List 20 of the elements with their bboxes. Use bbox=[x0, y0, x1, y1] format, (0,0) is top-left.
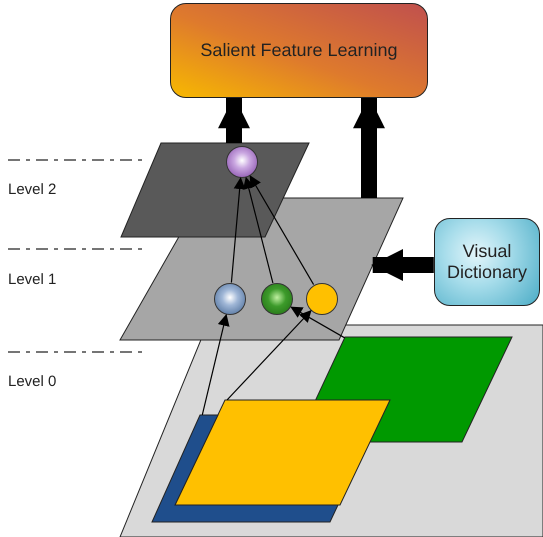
arrow bbox=[202, 314, 230, 416]
arrow bbox=[371, 249, 434, 281]
level-label: Level 1 bbox=[8, 271, 56, 288]
node-label: Visual Dictionary bbox=[446, 241, 528, 283]
level-label: Level 2 bbox=[8, 181, 56, 198]
arrow bbox=[242, 176, 274, 284]
arrow bbox=[250, 175, 314, 285]
image-region bbox=[152, 415, 338, 522]
image-region bbox=[175, 400, 390, 505]
arrow bbox=[290, 306, 345, 338]
process-box bbox=[170, 3, 428, 98]
process-box bbox=[434, 218, 540, 306]
level-label: Level 0 bbox=[8, 373, 56, 390]
node-label: Salient Feature Learning bbox=[200, 40, 398, 61]
arrow bbox=[230, 177, 246, 283]
layer-plane bbox=[121, 143, 309, 237]
layer-plane bbox=[120, 325, 543, 537]
arrow bbox=[353, 96, 385, 198]
arrow bbox=[218, 96, 250, 143]
arrow bbox=[226, 310, 312, 400]
